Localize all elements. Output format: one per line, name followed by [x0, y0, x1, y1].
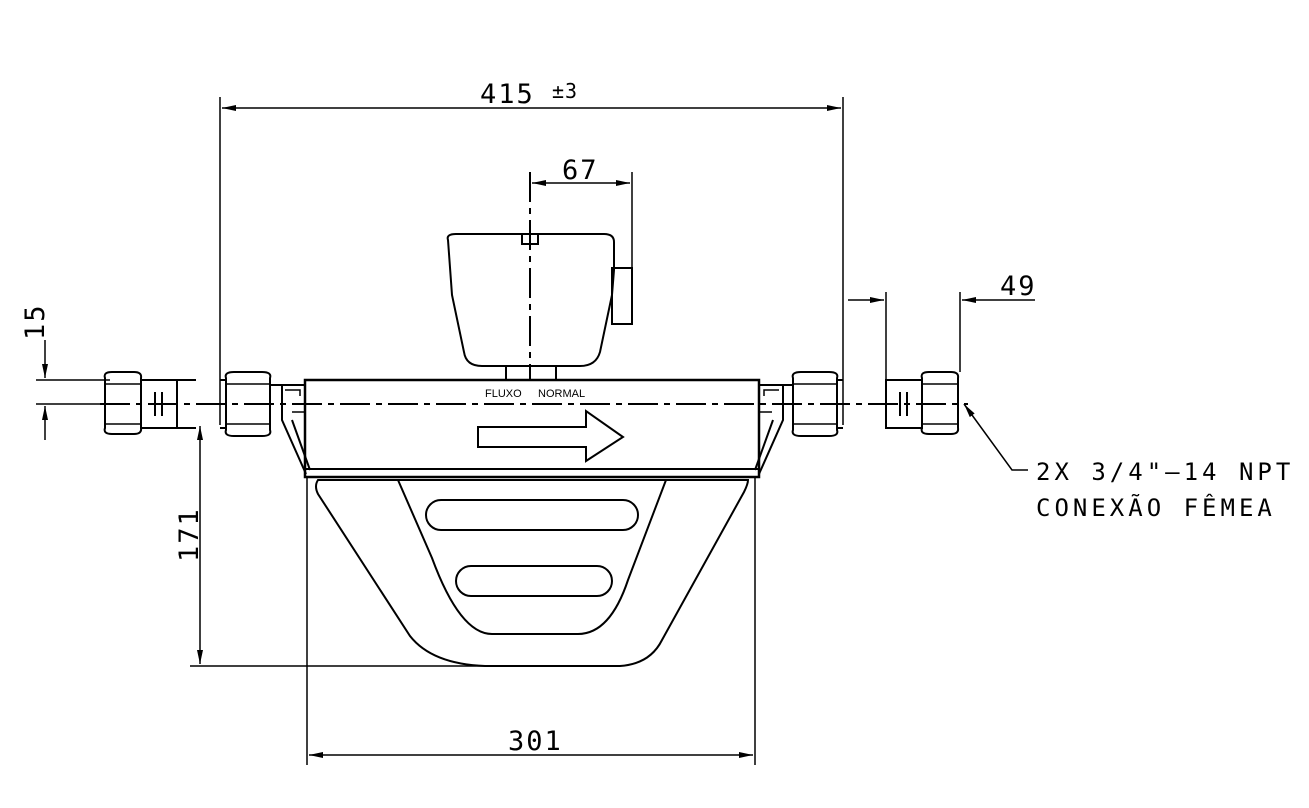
- head-offset-label: 67: [562, 155, 599, 186]
- callout-line-2: CONEXÃO FÊMEA: [1036, 492, 1276, 522]
- overall-tolerance-label: ±3: [552, 79, 578, 103]
- total-height-dimension: 171: [174, 426, 485, 667]
- pipe-height-dimension: 15: [20, 303, 110, 440]
- flow-tube-body: FLUXO NORMAL: [303, 378, 761, 479]
- flow-direction-arrow-icon: [477, 409, 625, 463]
- transmitter-head: [446, 233, 633, 381]
- left-flange-transition: [270, 384, 311, 475]
- mounting-bracket: [315, 479, 750, 667]
- total-height-label: 171: [174, 507, 205, 562]
- fitting-length-dimension: 49: [848, 271, 1037, 380]
- head-offset-dimension: 67: [532, 155, 633, 268]
- body-label-normal: NORMAL: [538, 388, 585, 400]
- callout-line-1: 2X 3/4"–14 NPT: [1036, 458, 1294, 486]
- right-loose-connector: [885, 371, 960, 435]
- base-width-label: 301: [508, 726, 563, 757]
- base-width-dimension: 301: [306, 478, 756, 765]
- pipe-height-label: 15: [20, 303, 51, 340]
- right-mounted-fitting: [791, 371, 843, 437]
- body-label-fluxo: FLUXO: [485, 388, 522, 400]
- fitting-length-label: 49: [1000, 271, 1037, 302]
- overall-length-dimension: 415 ±3: [219, 79, 844, 425]
- npt-callout: 2X 3/4"–14 NPT CONEXÃO FÊMEA: [963, 403, 1294, 522]
- overall-length-label: 415: [480, 79, 535, 110]
- right-flange-transition: [754, 384, 793, 475]
- left-loose-connector: [103, 371, 196, 435]
- left-mounted-fitting: [220, 371, 272, 437]
